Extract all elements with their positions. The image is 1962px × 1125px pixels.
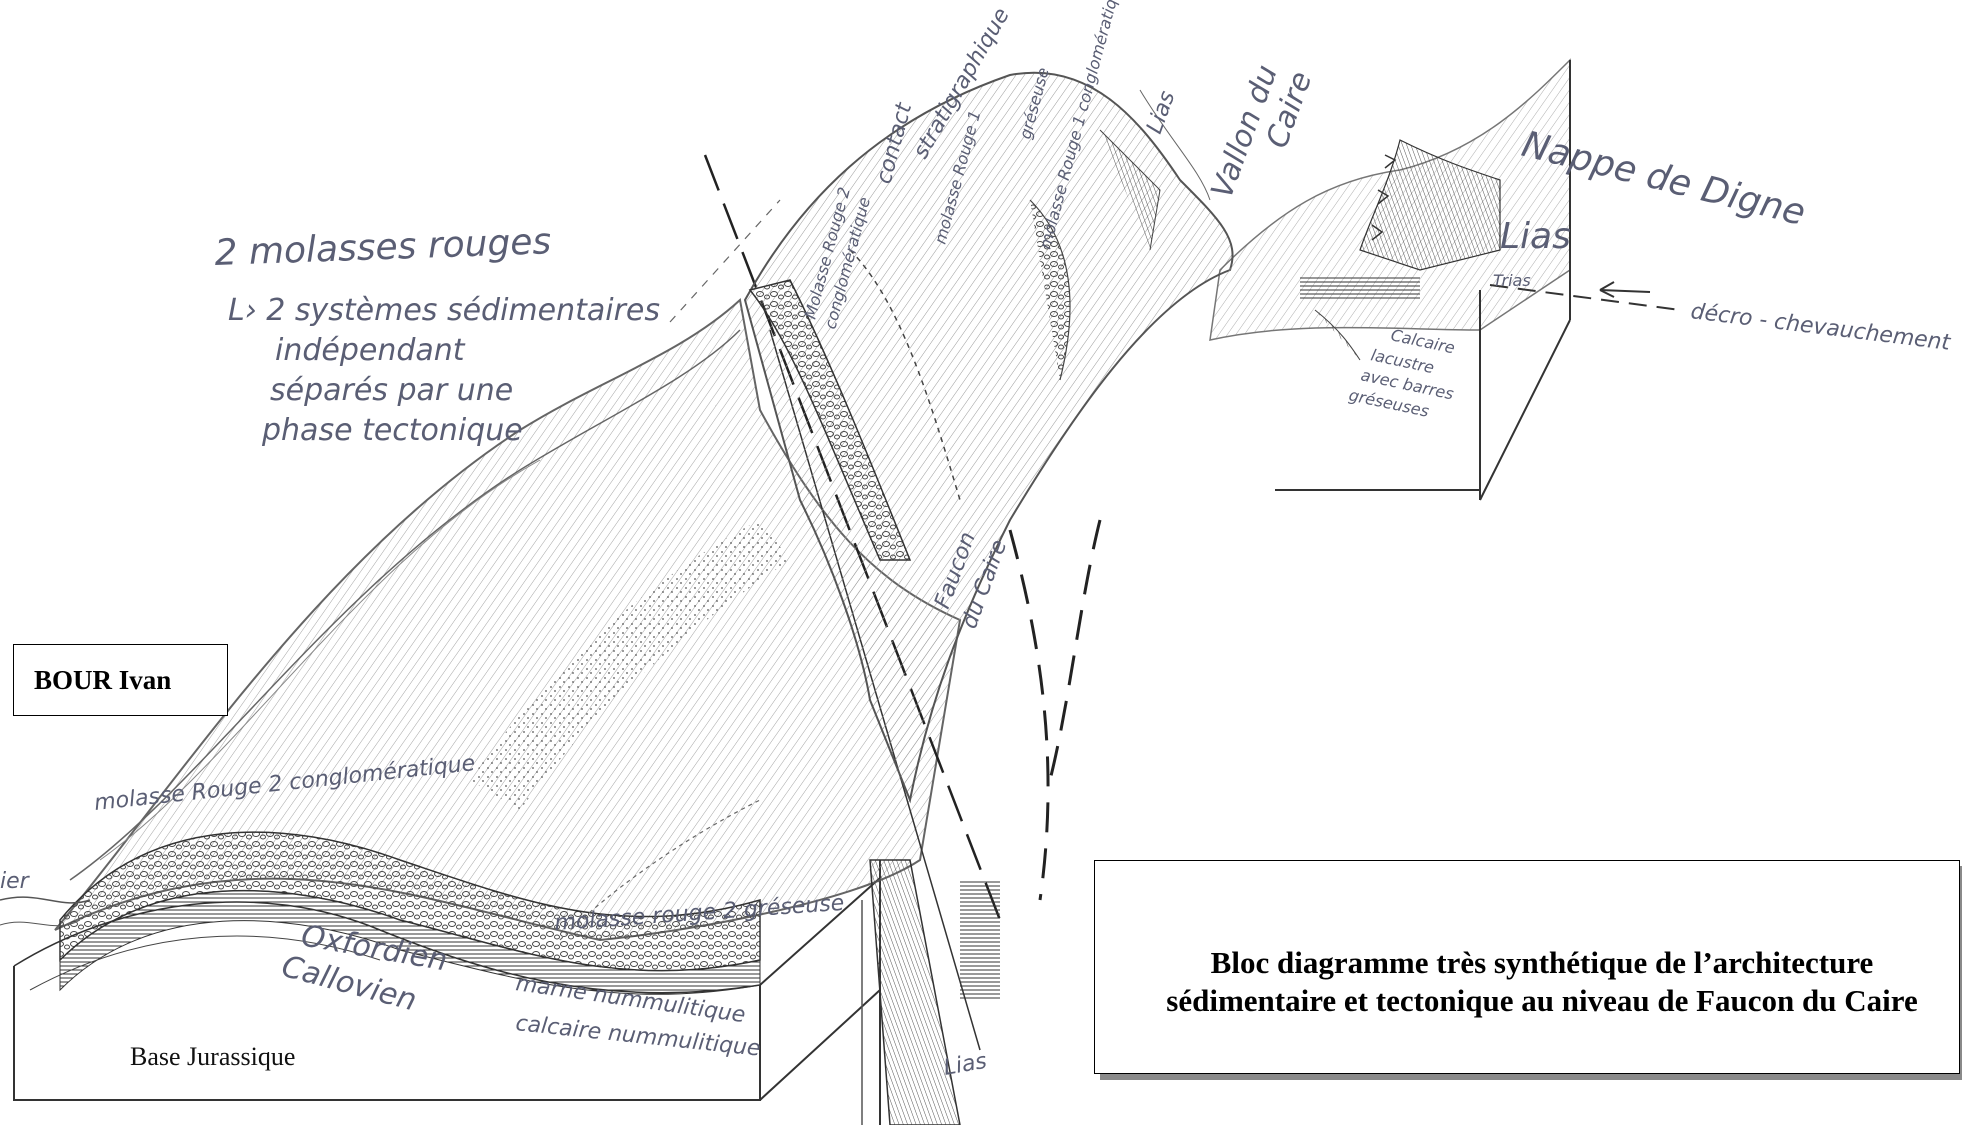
note-line3: indépendant bbox=[275, 333, 466, 368]
note-line5: phase tectonique bbox=[261, 413, 523, 448]
note-line2: L› 2 systèmes sédimentaires bbox=[228, 293, 660, 328]
base-jurassique-label: Base Jurassique bbox=[130, 1042, 295, 1072]
label-lias-bottom: Lias bbox=[942, 1049, 989, 1081]
label-edge-left: ier bbox=[0, 869, 31, 894]
label-lias-box: Lias bbox=[1500, 216, 1571, 257]
note-line1: 2 molasses rouges bbox=[214, 221, 552, 274]
caption-box: Bloc diagramme très synthétique de l’arc… bbox=[1094, 860, 1960, 1074]
author-name: BOUR Ivan bbox=[34, 665, 171, 696]
note-line4: séparés par une bbox=[270, 373, 513, 408]
label-decro: décro - chevauchement bbox=[1689, 299, 1953, 356]
label-lias-top: Lias bbox=[1142, 88, 1180, 137]
label-trias: Trias bbox=[1493, 271, 1531, 290]
caption-text: Bloc diagramme très synthétique de l’arc… bbox=[1135, 944, 1949, 1020]
author-box: BOUR Ivan bbox=[13, 644, 228, 716]
